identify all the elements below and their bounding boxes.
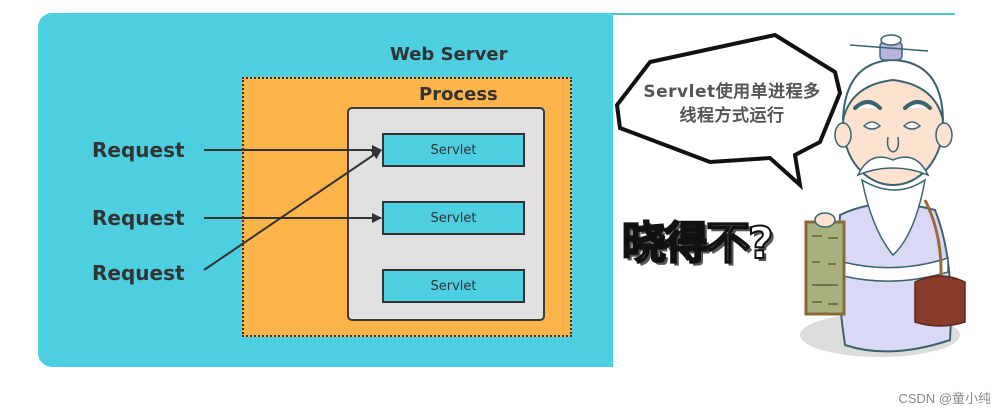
caption-text: 晓得不?	[621, 217, 775, 270]
character-hairpin	[849, 44, 929, 52]
character-belt	[842, 256, 949, 282]
servlet-box-2: Servlet	[382, 201, 525, 235]
character-hair	[842, 58, 944, 121]
character-eye-left	[862, 121, 882, 130]
character-nose	[886, 136, 900, 153]
bamboo-scroll	[804, 220, 846, 316]
character-beard	[860, 178, 927, 257]
character-eyebrow-right	[903, 100, 932, 110]
web-server-title: Web Server	[390, 44, 508, 65]
character-mustache	[856, 156, 930, 177]
speech-bubble-text: Servlet使用单进程多 线程方式运行	[632, 80, 832, 128]
speech-bubble	[614, 32, 843, 191]
character-bun-top	[880, 34, 902, 46]
request-label-1: Request	[92, 138, 185, 162]
character-hand	[814, 212, 836, 228]
scroll-lines	[812, 235, 838, 305]
request-label-2: Request	[92, 206, 185, 230]
speech-line-2: 线程方式运行	[679, 106, 785, 126]
process-title: Process	[419, 84, 498, 105]
speech-line-1: Servlet使用单进程多	[643, 82, 821, 102]
character-ear-left	[834, 122, 852, 148]
character-eyebrow-left	[853, 100, 882, 110]
character-ear-right	[935, 122, 953, 148]
servlet-box-3: Servlet	[382, 269, 525, 303]
top-border-line	[613, 13, 955, 15]
request-label-3: Request	[92, 261, 185, 285]
servlet-box-1: Servlet	[382, 133, 525, 167]
csdn-watermark: CSDN @童小纯	[898, 391, 991, 406]
shoulder-bag	[914, 275, 966, 327]
character-eye-right	[902, 121, 922, 130]
